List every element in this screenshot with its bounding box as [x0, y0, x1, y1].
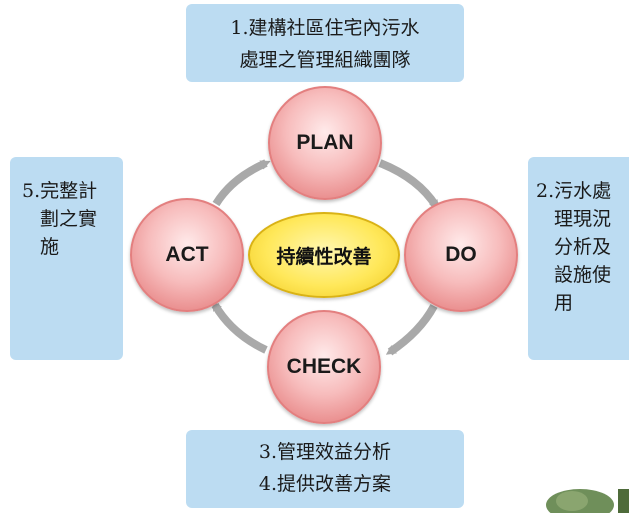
step-box-top-line-2: 處理之管理組織團隊: [239, 49, 411, 71]
step-box-left-line-3: 施: [40, 236, 60, 258]
arrow-plan-to-do: [378, 159, 440, 211]
step-box-right: 2.污水處 理現況 分析及 設施使 用: [528, 157, 629, 360]
step-box-bottom-line-1: 3.管理效益分析: [258, 441, 392, 463]
step-box-right-line-1: 2.污水處: [536, 180, 612, 202]
arrow-check-to-act: [211, 300, 268, 354]
arrow-act-to-plan: [212, 159, 271, 207]
step-box-right-line-3: 分析及: [554, 236, 612, 258]
do-node: DO: [404, 198, 518, 312]
step-box-left-line-2: 劃之實: [40, 208, 98, 230]
plan-node: PLAN: [268, 86, 382, 200]
act-label: ACT: [165, 243, 209, 266]
step-box-left: 5.完整計 劃之實 施: [10, 157, 123, 360]
arrow-do-to-check: [385, 304, 438, 356]
step-box-top-line-1: 1.建構社區住宅內污水: [230, 17, 420, 39]
step-box-bottom: 3.管理效益分析 4.提供改善方案: [186, 430, 464, 508]
check-node: CHECK: [267, 310, 381, 424]
corner-photo-thumbnail: [546, 489, 629, 513]
step-box-top: 1.建構社區住宅內污水 處理之管理組織團隊: [186, 4, 464, 82]
step-box-right-line-4: 設施使: [554, 264, 612, 286]
check-label: CHECK: [286, 355, 362, 378]
center-label: 持續性改善: [276, 245, 372, 268]
step-box-right-line-2: 理現況: [554, 208, 612, 230]
plan-label: PLAN: [296, 131, 354, 154]
step-box-right-line-5: 用: [554, 292, 574, 314]
do-label: DO: [445, 243, 477, 266]
step-box-left-line-1: 5.完整計: [22, 180, 98, 202]
step-box-bottom-line-2: 4.提供改善方案: [258, 473, 392, 495]
act-node: ACT: [130, 198, 244, 312]
continuous-improvement-node: 持續性改善: [248, 212, 400, 298]
